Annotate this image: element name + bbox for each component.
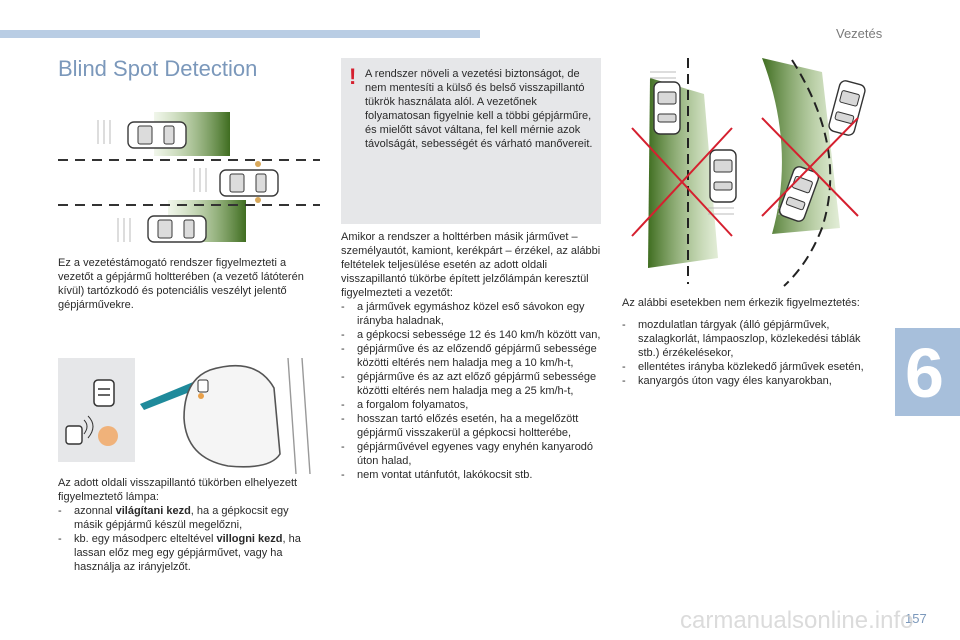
list-item: hosszan tartó előzés esetén, ha a megelő… xyxy=(341,412,601,440)
car-alert-icon xyxy=(65,425,83,445)
list-item: mozdulatlan tárgyak (álló gépjárművek, s… xyxy=(622,318,868,360)
exclamation-icon: ! xyxy=(349,64,357,89)
warning-lamp-icon xyxy=(255,197,261,203)
car-icon xyxy=(219,169,279,197)
conditions-block: Amikor a rendszer a holttérben másik jár… xyxy=(341,230,601,482)
list-item: a járművek egymáshoz közel eső sávokon e… xyxy=(341,300,601,328)
car-icon xyxy=(147,215,207,243)
list-item: gépjárműve és az azt előző gépjármű sebe… xyxy=(341,370,601,398)
no-alert-list: mozdulatlan tárgyak (álló gépjárművek, s… xyxy=(622,318,868,388)
car-alert-icon xyxy=(93,379,115,407)
no-alert-block: Az alábbi esetekben nem érkezik figyelme… xyxy=(622,296,868,388)
conditions-intro: Amikor a rendszer a holttérben másik jár… xyxy=(341,231,601,299)
watermark: carmanualsonline.info xyxy=(680,607,914,634)
cross-mark-icon xyxy=(631,127,733,237)
cross-mark-icon xyxy=(761,117,859,217)
warning-lamp-icon xyxy=(255,161,261,167)
no-alert-figure xyxy=(631,58,867,287)
lamp-item-1-pre: azonnal xyxy=(74,505,116,517)
list-item: gépjárműve és az előzendő gépjármű sebes… xyxy=(341,342,601,370)
car-icon xyxy=(709,149,737,203)
blind-spot-lanes-figure xyxy=(58,112,320,243)
pointer-arrow xyxy=(140,380,200,410)
list-item: gépjárművével egyenes vagy enyhén kanyar… xyxy=(341,440,601,468)
lamp-item-2-pre: kb. egy másodperc elteltével xyxy=(74,533,217,545)
car-icon xyxy=(653,81,681,135)
intro-text: Ez a vezetéstámogató rendszer figyelmezt… xyxy=(58,257,304,311)
lamp-intro: Az adott oldali visszapillantó tükörben … xyxy=(58,477,298,503)
header-accent-bar xyxy=(0,30,480,38)
lamp-list: azonnal világítani kezd, ha a gépkocsit … xyxy=(58,504,320,574)
lamp-description: Az adott oldali visszapillantó tükörben … xyxy=(58,476,320,574)
list-item: a gépkocsi sebessége 12 és 140 km/h közö… xyxy=(341,328,601,342)
list-item: ellentétes irányba közlekedő járművek es… xyxy=(622,360,868,374)
lamp-item-2-post: , ha lassan előz meg egy gépjárművet, va… xyxy=(74,533,301,573)
page-title: Blind Spot Detection xyxy=(58,56,258,81)
detection-zone-curve xyxy=(762,58,840,234)
list-item: a forgalom folyamatos, xyxy=(341,398,601,412)
mirror-figure xyxy=(65,358,311,474)
warning-box: ! A rendszer növeli a vezetési biztonság… xyxy=(341,58,601,224)
list-item: nem vontat utánfutót, lakókocsit stb. xyxy=(341,468,601,482)
warning-lamp-icon xyxy=(98,426,118,446)
conditions-list: a járművek egymáshoz közel eső sávokon e… xyxy=(341,300,601,482)
no-alert-intro: Az alábbi esetekben nem érkezik figyelme… xyxy=(622,297,860,309)
page-number: 157 xyxy=(905,611,927,626)
section-header: Vezetés xyxy=(836,26,883,41)
car-icon xyxy=(127,121,187,149)
chapter-number: 6 xyxy=(905,334,944,412)
lamp-item-1-bold: világítani kezd xyxy=(115,505,191,517)
lamp-item-2-bold: villogni kezd xyxy=(216,533,283,545)
list-item: kb. egy másodperc elteltével villogni ke… xyxy=(58,532,320,574)
chapter-tab[interactable] xyxy=(895,328,960,416)
list-item: kanyargós úton vagy éles kanyarokban, xyxy=(622,374,868,388)
warning-text: A rendszer növeli a vezetési biztonságot… xyxy=(365,68,593,150)
lamp-item-1-post: , ha a gépkocsit egy másik gépjármű kész… xyxy=(74,505,289,531)
list-item: azonnal világítani kezd, ha a gépkocsit … xyxy=(58,504,320,532)
